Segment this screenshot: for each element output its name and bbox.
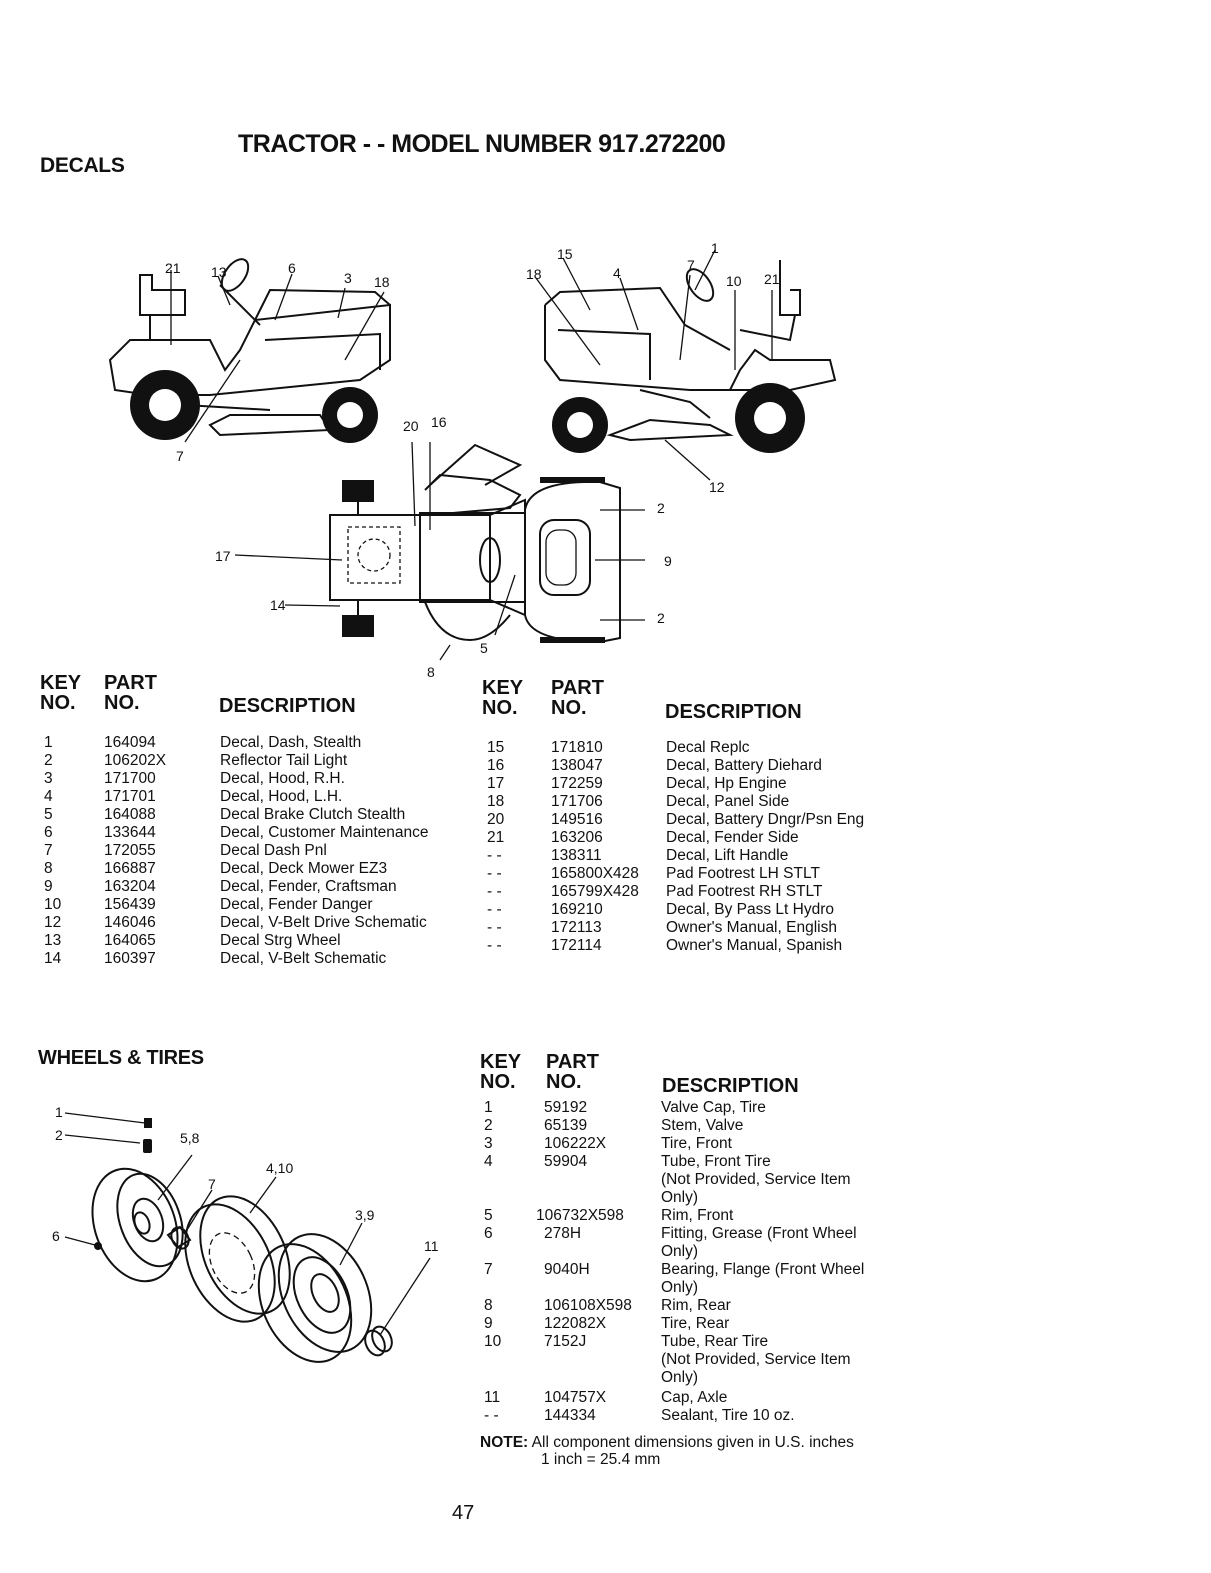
callout-label: 17 (215, 548, 231, 564)
decals-diagram (108, 249, 837, 661)
tractor-left-side-illustration (108, 258, 391, 443)
callout-label: 8 (427, 664, 435, 680)
callout-label: 5,8 (180, 1130, 200, 1146)
callout-label: 6 (52, 1228, 60, 1244)
callout-label: 13 (211, 264, 227, 280)
callout-label: 21 (165, 260, 181, 276)
callout-label: 2 (55, 1127, 63, 1143)
page-title: TRACTOR - - MODEL NUMBER 917.272200 (238, 130, 726, 158)
decals-right-description-header: DESCRIPTION (665, 701, 802, 723)
callout-label: 9 (664, 553, 672, 569)
wheels-section-title: WHEELS & TIRES (38, 1047, 204, 1069)
callout-label: 3 (344, 270, 352, 286)
callout-label: 7 (208, 1176, 216, 1192)
page-number: 47 (452, 1502, 475, 1524)
note-label: NOTE: (480, 1434, 529, 1451)
tractor-right-side-illustration (535, 249, 837, 481)
callout-label: 4 (613, 265, 621, 281)
callout-label: 6 (288, 260, 296, 276)
callout-label: 5 (480, 640, 488, 656)
callout-label: 16 (431, 414, 447, 430)
callout-label: 4,10 (266, 1160, 294, 1176)
note-line-1: All component dimensions given in U.S. i… (531, 1434, 854, 1451)
callout-label: 3,9 (355, 1207, 375, 1223)
callout-label: 11 (424, 1238, 439, 1254)
callout-label: 2 (657, 610, 665, 626)
callout-label: 21 (764, 271, 780, 287)
note-line-2: 1 inch = 25.4 mm (541, 1451, 661, 1468)
wheels-description-header: DESCRIPTION (662, 1075, 799, 1097)
dimension-note: NOTE: All component dimensions given in … (480, 1434, 854, 1452)
callout-label: 1 (55, 1104, 63, 1120)
callout-label: 15 (557, 246, 573, 262)
decals-left-description-header: DESCRIPTION (219, 695, 356, 717)
callout-label: 20 (403, 418, 419, 434)
callout-label: 7 (687, 257, 695, 273)
callout-label: 7 (176, 448, 184, 464)
callout-label: 12 (709, 479, 725, 495)
callout-label: 2 (657, 500, 665, 516)
callout-label: 14 (270, 597, 286, 613)
wheels-diagram (64, 1112, 431, 1363)
callout-label: 1 (711, 240, 719, 256)
tractor-top-view-illustration (234, 441, 645, 661)
callout-label: 18 (374, 274, 390, 290)
callout-label: 18 (526, 266, 542, 282)
callout-label: 10 (726, 273, 742, 289)
decals-section-title: DECALS (40, 154, 125, 177)
